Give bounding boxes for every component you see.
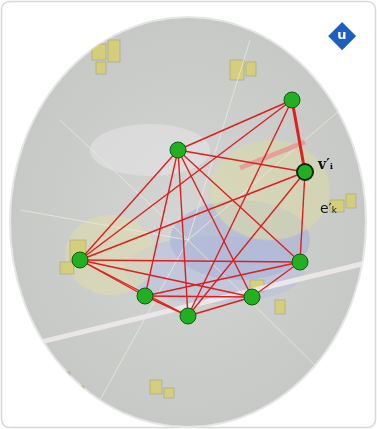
graph-vertex [170, 142, 186, 158]
graph-vertex [244, 289, 260, 305]
graph-edge [80, 260, 300, 262]
graph-vertex [137, 288, 153, 304]
graph-vertex [284, 92, 300, 108]
diamond-outline [327, 21, 357, 51]
graph-edge [178, 150, 300, 262]
graph [72, 92, 313, 324]
diamond-node: u [326, 20, 358, 52]
graph-edge [80, 100, 292, 260]
graph-edge [145, 262, 300, 296]
edge-label: e′ₖ [320, 200, 338, 216]
graph-edge [188, 172, 305, 316]
graph-vertex [297, 164, 313, 180]
graph-edge [178, 150, 305, 172]
graph-edge [80, 260, 188, 316]
energy-cone [210, 140, 330, 240]
vertex-label: v′ᵢ [318, 156, 333, 172]
graph-edge [80, 150, 178, 260]
beam-line [8, 262, 370, 350]
energy-cone [90, 124, 210, 176]
calorimeter-cells [40, 40, 356, 398]
node-label: u [337, 27, 346, 42]
graph-vertex [292, 254, 308, 270]
graph-vertex [180, 308, 196, 324]
graph-edge [80, 172, 305, 260]
graph-edge [145, 296, 252, 297]
graph-vertex [72, 252, 88, 268]
beam-line [240, 142, 305, 168]
detector-texture [8, 40, 370, 400]
graph-edge [292, 100, 305, 172]
graph-edge [300, 172, 305, 262]
graph-edge [188, 297, 252, 316]
graph-edge [178, 150, 188, 316]
oval-backdrop [10, 17, 366, 427]
particle-tracks [20, 40, 340, 400]
